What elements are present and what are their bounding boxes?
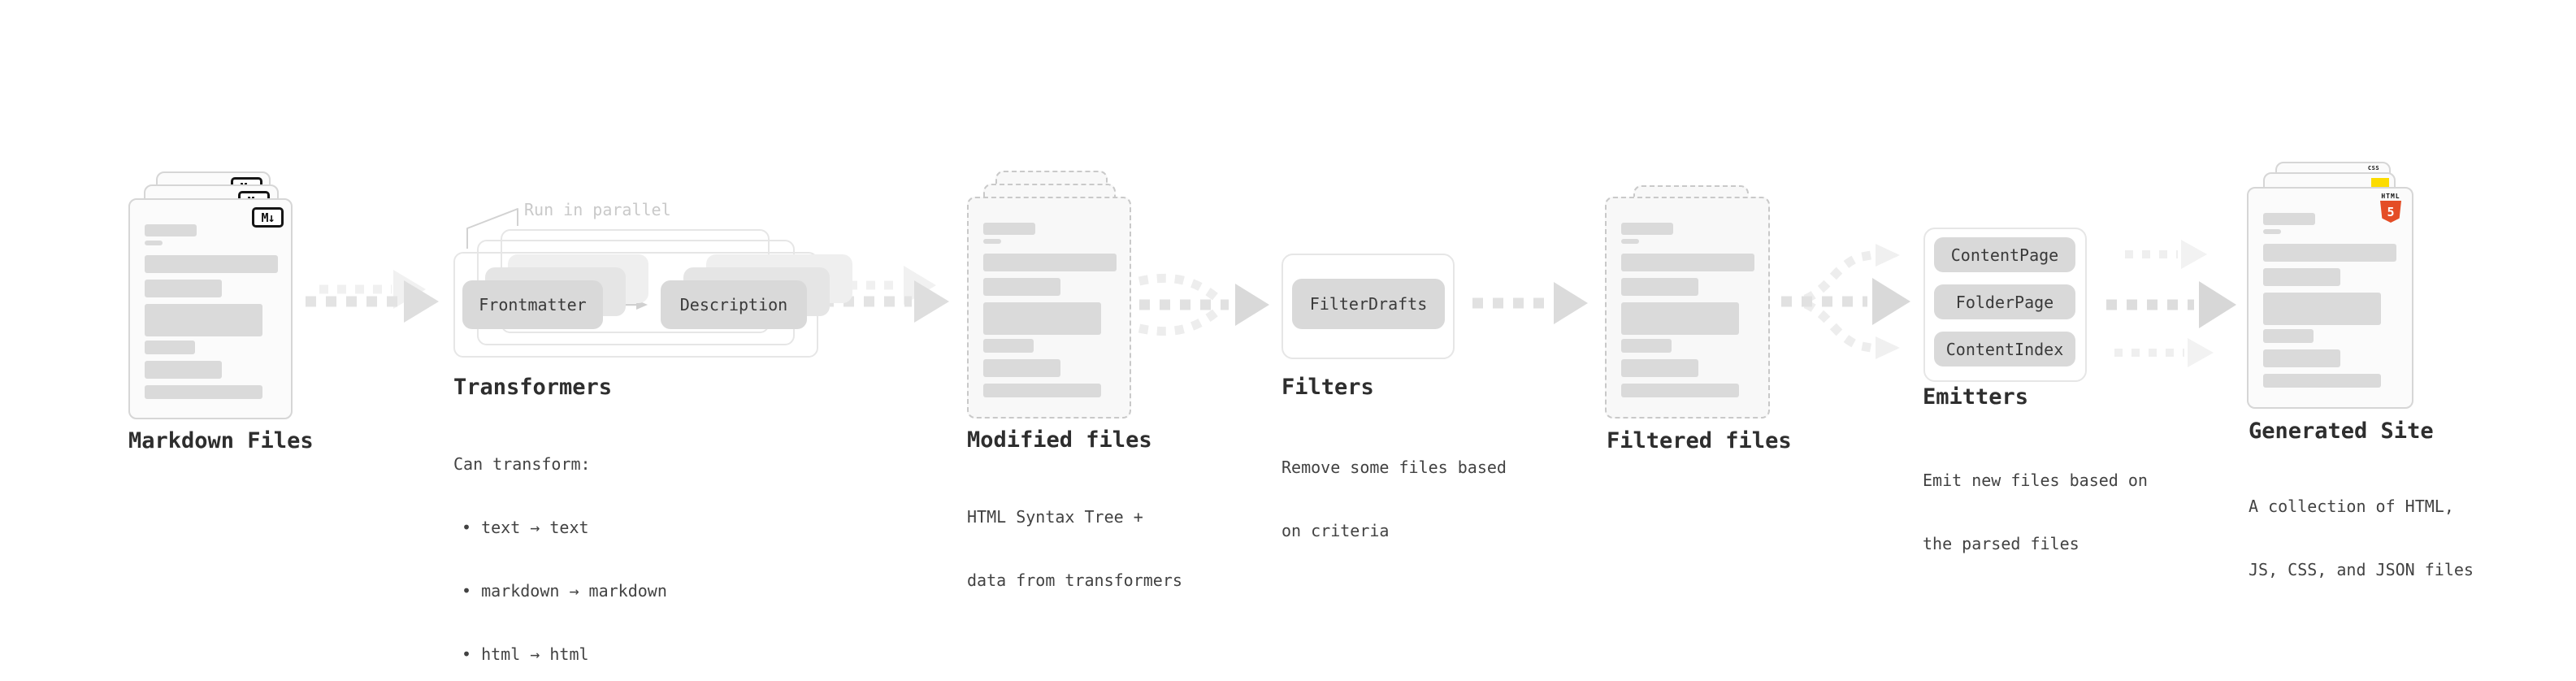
placeholder-bar	[1621, 239, 1639, 244]
emitters-sub-line: Emit new files based on	[1923, 471, 2148, 490]
generated-doc-front: HTML 5	[2247, 187, 2413, 409]
contentpage-chip: ContentPage	[1934, 237, 2075, 272]
placeholder-bar	[1621, 254, 1754, 271]
generated-sub-line: A collection of HTML,	[2249, 497, 2454, 516]
markdown-doc-front: M↓	[128, 198, 293, 419]
frontmatter-chip: Frontmatter	[462, 280, 603, 329]
placeholder-bar	[145, 304, 262, 336]
placeholder-bar	[983, 278, 1060, 296]
filters-label: Filters	[1281, 375, 1374, 400]
filters-sub-line: Remove some files based	[1281, 458, 1507, 477]
placeholder-bar	[145, 280, 222, 297]
placeholder-bar	[1621, 302, 1739, 335]
placeholder-bar	[145, 361, 222, 379]
transformers-label: Transformers	[453, 375, 613, 400]
placeholder-bar	[983, 239, 1001, 244]
emitters-sub-line: the parsed files	[1923, 534, 2079, 553]
placeholder-bar	[1621, 278, 1698, 296]
transformers-sub-line: • text → text	[462, 518, 589, 537]
placeholder-bar	[2263, 349, 2340, 367]
transformers-description: Can transform: • text → text • markdown …	[453, 411, 667, 681]
placeholder-bar	[2263, 329, 2314, 343]
markdown-icon: M↓	[252, 207, 284, 228]
placeholder-bar	[983, 302, 1101, 335]
transformers-sub-line: • markdown → markdown	[462, 581, 667, 601]
filters-description: Remove some files based on criteria	[1281, 414, 1507, 583]
folderpage-chip: FolderPage	[1934, 284, 2075, 319]
transformers-sub-line: • html → html	[462, 644, 589, 664]
placeholder-bar	[2263, 293, 2381, 325]
html5-icon: HTML 5	[2379, 193, 2403, 223]
filtered-doc-front	[1605, 197, 1770, 419]
modified-files-label: Modified files	[967, 427, 1152, 453]
placeholder-bar	[983, 223, 1035, 235]
filters-sub-line: on criteria	[1281, 521, 1390, 540]
placeholder-bar	[983, 339, 1034, 353]
run-in-parallel-note: Run in parallel	[524, 200, 671, 219]
markdown-files-label: Markdown Files	[128, 428, 314, 453]
generated-site-description: A collection of HTML, JS, CSS, and JSON …	[2249, 453, 2474, 622]
placeholder-bar	[983, 254, 1117, 271]
placeholder-bar	[983, 384, 1101, 397]
placeholder-bar	[145, 255, 278, 273]
placeholder-bar	[1621, 223, 1673, 235]
generated-site-label: Generated Site	[2249, 419, 2434, 444]
placeholder-bar	[145, 340, 195, 354]
js-file-icon	[2371, 178, 2389, 189]
generated-sub-line: JS, CSS, and JSON files	[2249, 560, 2474, 579]
description-chip: Description	[661, 280, 807, 329]
emitters-label: Emitters	[1923, 384, 2029, 410]
modified-doc-front	[967, 197, 1131, 419]
placeholder-bar	[2263, 244, 2396, 262]
placeholder-bar	[1621, 384, 1739, 397]
placeholder-bar	[2263, 374, 2381, 388]
transformers-sub-line: Can transform:	[453, 454, 591, 474]
contentindex-chip: ContentIndex	[1934, 332, 2075, 367]
placeholder-bar	[145, 241, 163, 245]
modified-sub-line: data from transformers	[967, 570, 1182, 590]
filtered-files-label: Filtered files	[1607, 428, 1792, 453]
filters-box	[1281, 254, 1455, 359]
filterdrafts-chip: FilterDrafts	[1292, 279, 1445, 329]
placeholder-bar	[983, 359, 1060, 377]
placeholder-bar	[2263, 229, 2281, 234]
placeholder-bar	[145, 385, 262, 399]
modified-sub-line: HTML Syntax Tree +	[967, 507, 1143, 527]
placeholder-bar	[1621, 339, 1672, 353]
emitters-box	[1923, 228, 2087, 382]
html5-shield: 5	[2380, 201, 2401, 223]
placeholder-bar	[1621, 359, 1698, 377]
placeholder-bar	[145, 224, 197, 236]
placeholder-bar	[2263, 268, 2340, 286]
placeholder-bar	[2263, 213, 2315, 225]
emitters-description: Emit new files based on the parsed files	[1923, 427, 2148, 596]
modified-files-description: HTML Syntax Tree + data from transformer…	[967, 464, 1182, 633]
